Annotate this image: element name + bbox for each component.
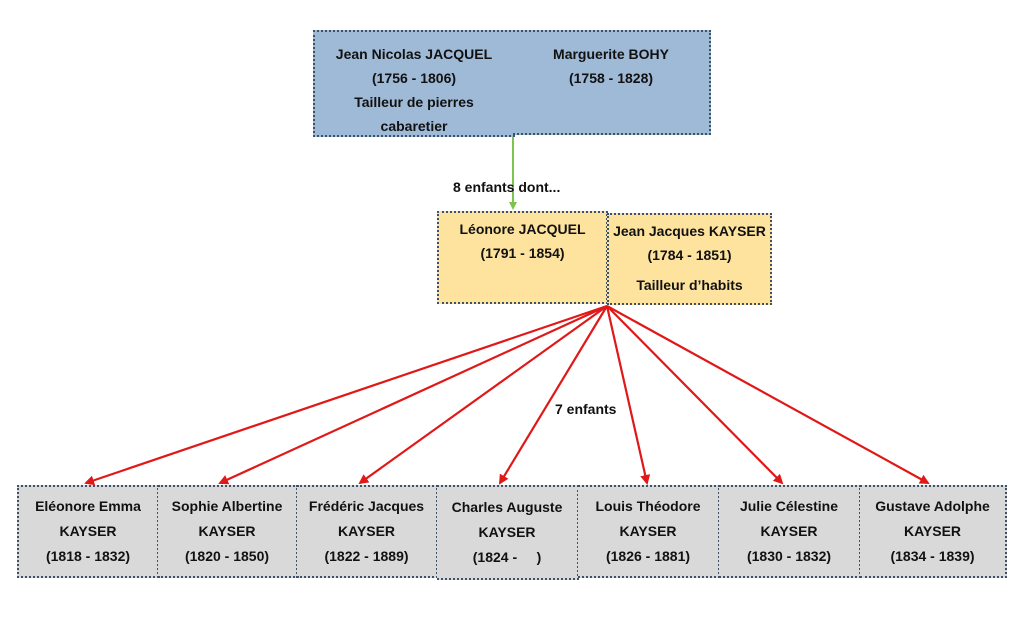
person-box-jean-jacques-kayser: Jean Jacques KAYSER (1784 - 1851) Taille… (607, 213, 772, 305)
person-name: Marguerite BOHY (553, 46, 669, 62)
person-box-marguerite-bohy: Marguerite BOHY (1758 - 1828) (513, 30, 711, 135)
child-arrow (498, 305, 608, 485)
child-first-names: Eléonore Emma (35, 498, 141, 514)
person-name: Jean Jacques KAYSER (613, 223, 766, 239)
child-first-names: Julie Célestine (739, 498, 839, 514)
child-first-names: Sophie Albertine (171, 498, 283, 514)
child-dates: (1822 - 1889) (324, 548, 409, 564)
child-surname: KAYSER (198, 523, 256, 539)
child-dates: (1818 - 1832) (45, 548, 131, 564)
child-arrow (606, 305, 930, 484)
person-name: Léonore JACQUEL (459, 221, 586, 237)
child-arrow (606, 305, 784, 485)
child-first-names: Gustave Adolphe (875, 498, 990, 514)
child-dates: (1826 - 1881) (605, 548, 691, 564)
child-arrow (358, 305, 608, 485)
children-count-label-gen1: 8 enfants dont... (453, 179, 561, 195)
person-dates: (1756 - 1806) (371, 70, 457, 86)
child-arrow (218, 304, 608, 485)
child-arrows (84, 304, 930, 486)
child-dates: (1830 - 1832) (746, 548, 832, 564)
person-occupation: cabaretier (380, 118, 448, 134)
child-dates: (1834 - 1839) (890, 548, 975, 564)
child-arrow (605, 305, 651, 485)
child-first-names: Louis Théodore (595, 498, 701, 514)
person-name: Jean Nicolas JACQUEL (335, 46, 493, 62)
person-box-leonore-jacquel: Léonore JACQUEL (1791 - 1854) (437, 211, 608, 304)
person-dates: (1784 - 1851) (647, 247, 732, 263)
child-first-names: Charles Auguste (451, 499, 563, 515)
child-first-names: Frédéric Jacques (308, 498, 425, 514)
child-dates: (1820 - 1850) (184, 548, 270, 564)
person-box-jean-nicolas-jacquel: Jean Nicolas JACQUEL (1756 - 1806) Taill… (313, 30, 515, 137)
person-occupation: Tailleur de pierres (354, 94, 474, 110)
person-occupation: Tailleur d’habits (636, 277, 743, 293)
child-surname: KAYSER (760, 523, 818, 539)
child-surname: KAYSER (903, 523, 962, 539)
child-dates: (1824 - ) (472, 549, 542, 565)
child-surname: KAYSER (59, 523, 117, 539)
child-arrow (84, 304, 608, 486)
person-dates: (1758 - 1828) (568, 70, 654, 86)
child-surname: KAYSER (619, 523, 677, 539)
child-surname: KAYSER (478, 524, 536, 540)
children-count-label-gen2: 7 enfants (555, 401, 617, 417)
child-surname: KAYSER (337, 523, 396, 539)
person-dates: (1791 - 1854) (480, 245, 565, 261)
